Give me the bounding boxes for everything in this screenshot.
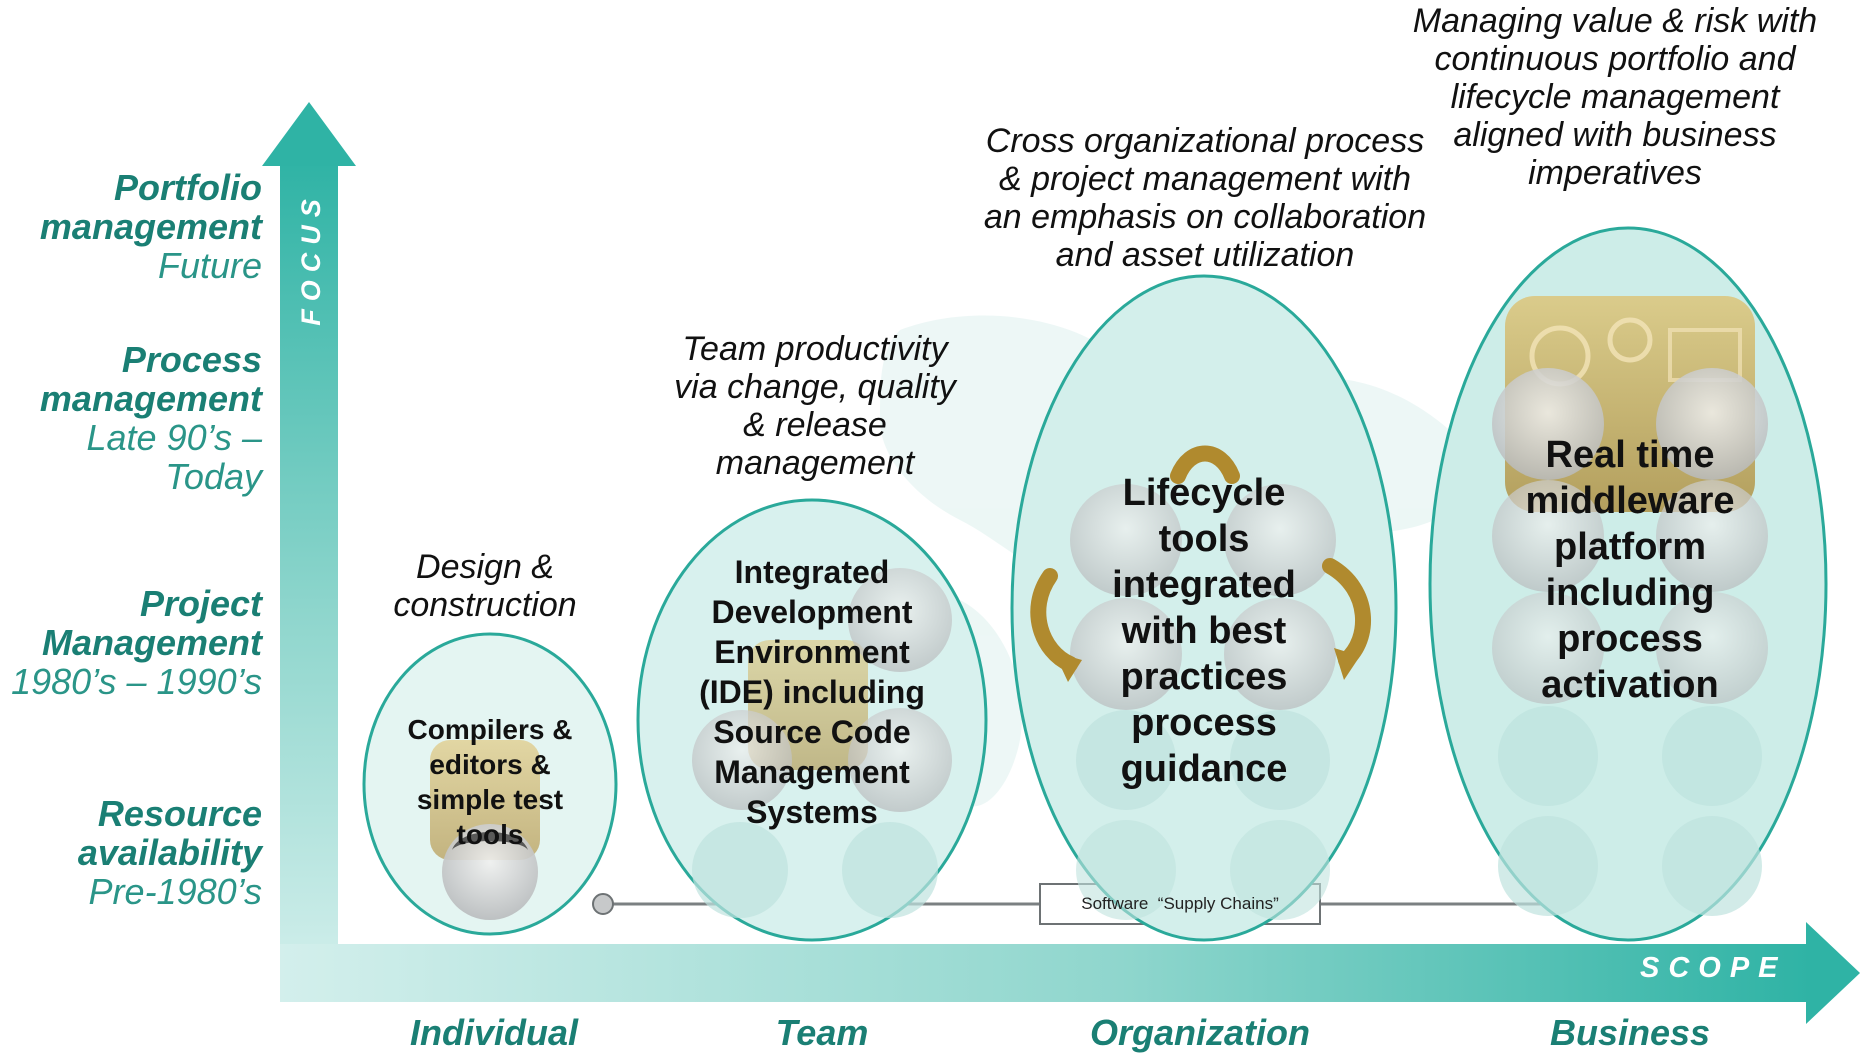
bubble-team <box>636 498 988 942</box>
focus-axis-label: FOCUS <box>288 178 334 338</box>
focus-level-title: Portfolio management <box>39 167 262 247</box>
stage-description-organization: Cross organizational process & project m… <box>983 122 1427 274</box>
bubble-individual <box>362 632 618 936</box>
focus-level-title: Project Management <box>41 583 262 663</box>
bubble-text-business: Real time middleware platform including … <box>1525 434 1735 706</box>
scope-label-organization: Organization <box>1089 1012 1310 1053</box>
focus-level-era: Late 90’s – Today <box>86 417 262 497</box>
focus-level-title: Resource availability <box>77 793 262 873</box>
focus-level-portfolio: Portfolio management Future <box>22 168 262 285</box>
focus-level-resource: Resource availability Pre-1980’s <box>32 794 262 911</box>
focus-level-era: Future <box>157 245 262 286</box>
bubble-organization <box>1010 274 1398 942</box>
bubble-text-team: Integrated Development Environment (IDE)… <box>699 554 925 830</box>
bubble-text-individual: Compilers & editors & simple test tools <box>407 714 573 850</box>
scope-axis-label: SCOPE <box>1640 952 1787 984</box>
focus-axis-arrow <box>262 102 356 990</box>
bubble-text-organization: Lifecycle tools integrated with best pra… <box>1112 472 1296 790</box>
focus-level-project: Project Management 1980’s – 1990’s <box>11 584 262 701</box>
supply-chain-label: Software “Supply Chains” <box>1081 894 1279 913</box>
stage-description-business: Managing value & risk with continuous po… <box>1412 2 1818 192</box>
stage-description-individual: Design & construction <box>393 548 577 624</box>
focus-level-era: Pre-1980’s <box>88 871 262 912</box>
cropped-title-fragment <box>0 0 16 10</box>
scope-label-business: Business <box>1549 1012 1711 1053</box>
focus-level-era: 1980’s – 1990’s <box>11 661 262 702</box>
focus-level-title: Process management <box>39 339 262 419</box>
scope-label-individual: Individual <box>409 1012 578 1053</box>
scope-axis-arrow <box>280 922 1860 1024</box>
focus-level-process: Process management Late 90’s – Today <box>22 340 262 496</box>
scope-label-team: Team <box>775 1012 869 1053</box>
focus-axis-text: FOCUS <box>295 190 326 326</box>
stage-description-team: Team productivity via change, quality & … <box>674 330 956 482</box>
bubble-business <box>1428 226 1828 942</box>
